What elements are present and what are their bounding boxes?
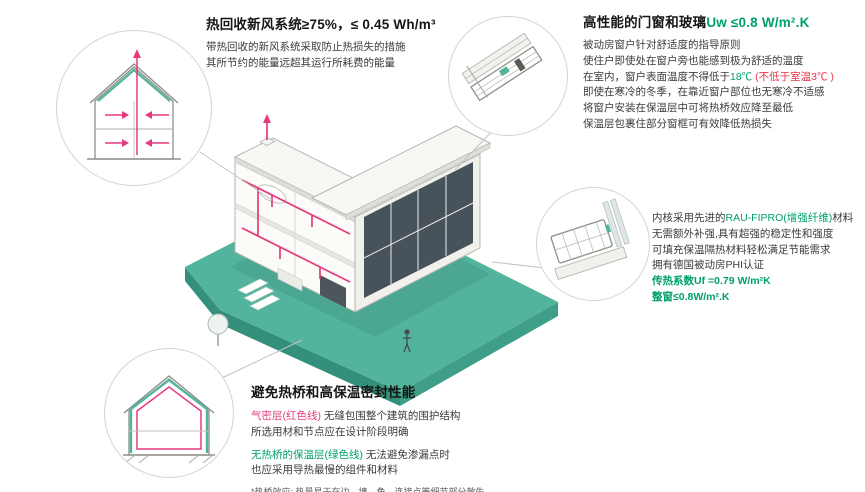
windows-text-block: 高性能的门窗和玻璃Uw ≤0.8 W/m².K 被动房窗户针对舒适度的指导原则 … [583, 11, 834, 133]
garden-steps [237, 278, 281, 311]
insulation-label: 无热桥的保温层(绿色线) [251, 448, 363, 461]
airtight-layer-drawing [123, 375, 215, 464]
callout-circle-airtight-layer [104, 348, 234, 478]
ventilation-text-block: 热回收新风系统≥75%，≤ 0.45 Wh/m³ 带热回收的新风系统采取防止热损… [206, 13, 436, 72]
roof-vent-stack [259, 137, 276, 146]
profile-uw-value: 整窗≤0.8W/m².K [652, 290, 730, 303]
profile-text-block: 内核采用先进的RAU-FIPRO(增强纤维)材料 无需额外补强,具有超强的稳定性… [652, 211, 853, 306]
profile-line1-black1: 内核采用先进的 [652, 212, 726, 224]
glass-door [320, 275, 346, 308]
window-corner-drawing [461, 32, 543, 102]
profile-line1-material: RAU-FIPRO(增强纤维) [725, 212, 833, 224]
windows-line3-temp: 18℃ [730, 70, 753, 83]
ventilation-line: 其所节约的能量远超其运行所耗费的能量 [206, 56, 395, 69]
ventilation-section-drawing [87, 49, 181, 160]
thermal-footnote: *热桥效应: 热量易于在边、墙、角、连接点等细节部分散失 [251, 487, 485, 492]
profile-line: 可填充保温隔热材料轻松满足节能需求 [652, 243, 831, 256]
windows-line: 使住户即使处在窗户旁也能感到极为舒适的温度 [583, 54, 804, 67]
airtight-line: 气密层(红色线) 无缝包围整个建筑的围护结构 [251, 409, 485, 425]
ventilation-heading: 热回收新风系统≥75%，≤ 0.45 Wh/m³ [206, 17, 436, 32]
profile-uf-value: 传热系数Uf =0.79 W/m²K [652, 275, 771, 287]
house-cutaway-illustration [185, 114, 558, 406]
airtight-label: 气密层(红色线) [251, 410, 321, 422]
windows-line: 保温层包裹住部分窗框可有效降低热损失 [583, 117, 772, 130]
insulation-line: 无热桥的保温层(绿色线) 无法避免渗漏点时 [251, 448, 485, 464]
tree [207, 313, 229, 346]
ventilation-line: 带热回收的新风系统采取防止热损失的措施 [206, 41, 406, 53]
windows-line3-note: (不低于室温3℃ ) [752, 70, 834, 83]
thermal-text-block: 避免热桥和高保温密封性能 气密层(红色线) 无缝包围整个建筑的围护结构 所选用材… [251, 381, 485, 492]
insulation-line2: 也应采用导热最慢的组件和材料 [251, 464, 398, 477]
kitchen-unit [277, 267, 303, 292]
windows-heading-black: 高性能的门窗和玻璃 [583, 15, 707, 30]
windows-heading: 高性能的门窗和玻璃Uw ≤0.8 W/m².K [583, 11, 834, 31]
callout-circle-ventilation [56, 30, 212, 186]
profile-line: 无需额外补强,具有超强的稳定性和强度 [652, 227, 834, 240]
insulation-rest: 无法避免渗漏点时 [363, 448, 450, 461]
windows-heading-uvalue: Uw ≤0.8 W/m².K [706, 15, 810, 30]
windows-line: 将窗户安装在保温层中可将热桥效应降至最低 [583, 102, 793, 114]
windows-line: 被动房窗户针对舒适度的指导原则 [583, 39, 741, 51]
exhaust-arrow [263, 114, 271, 123]
windows-line: 即使在寒冷的冬季，在靠近窗户部位也无寒冷不适感 [583, 86, 825, 99]
profile-line: 内核采用先进的RAU-FIPRO(增强纤维)材料 [652, 211, 853, 227]
windows-line: 在室内，窗户表面温度不得低于18℃ (不低于室温3℃ ) [583, 70, 834, 86]
callout-circle-window-detail [448, 16, 568, 136]
airtight-rest: 无缝包围整个建筑的围护结构 [321, 410, 461, 422]
windows-line3-black: 在室内，窗户表面温度不得低于 [583, 70, 730, 83]
callout-circle-window-profile [536, 187, 650, 301]
profile-line1-black2: 材料 [832, 212, 854, 224]
person-figure [403, 329, 411, 353]
airtight-line2: 所选用材和节点应在设计阶段明确 [251, 425, 409, 438]
window-profile-drawing [550, 198, 630, 281]
thermal-heading: 避免热桥和高保温密封性能 [251, 385, 416, 400]
profile-line: 拥有德国被动房PHI认证 [652, 259, 765, 272]
